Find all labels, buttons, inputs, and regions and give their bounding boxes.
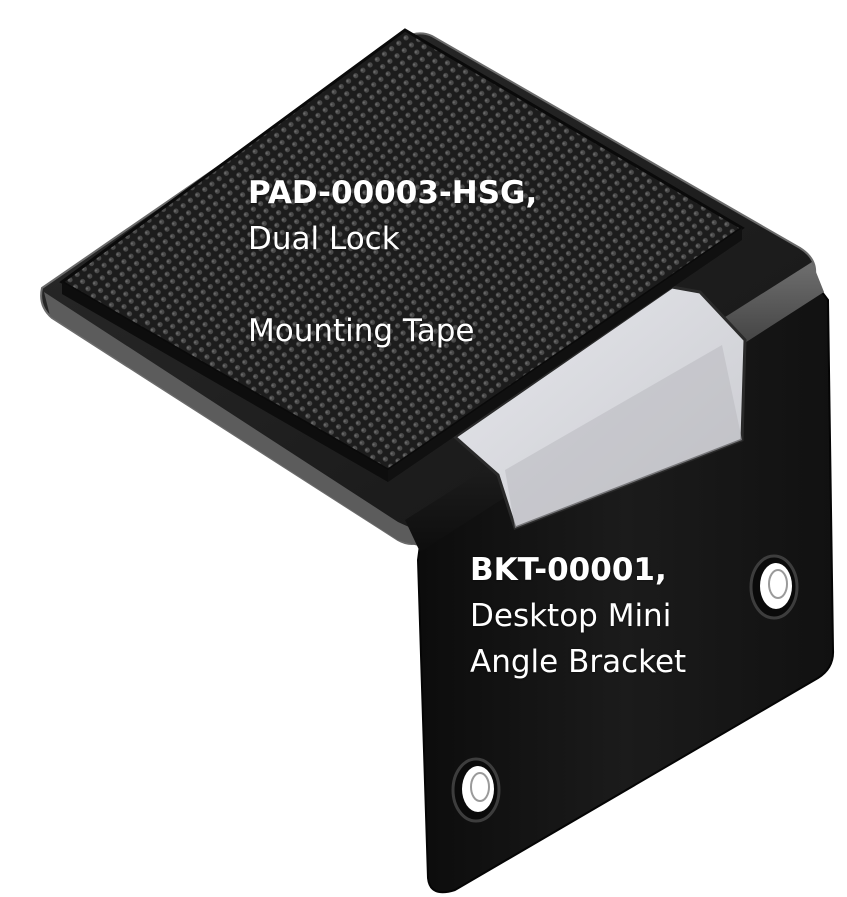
bracket-top-edge — [44, 292, 425, 548]
mounting-hole-icon — [749, 554, 799, 620]
mounting-hole-icon — [451, 757, 501, 823]
pad-description-line-1: Dual Lock — [248, 221, 400, 257]
bracket-description-line-1: Desktop Mini — [470, 598, 672, 634]
bracket-slot-inner — [505, 345, 742, 528]
bracket-callout: BKT-00001, Desktop Mini Angle Bracket — [470, 547, 686, 685]
pad-description-line-2: Mounting Tape — [248, 313, 475, 349]
bracket-description-line-2: Angle Bracket — [470, 644, 687, 680]
pad-callout: PAD-00003-HSG, Dual Lock Mounting Tape — [248, 170, 537, 354]
pad-part-number: PAD-00003-HSG, — [248, 175, 538, 211]
bracket-part-number: BKT-00001, — [470, 552, 667, 588]
dual-lock-pad-edge — [62, 282, 388, 482]
